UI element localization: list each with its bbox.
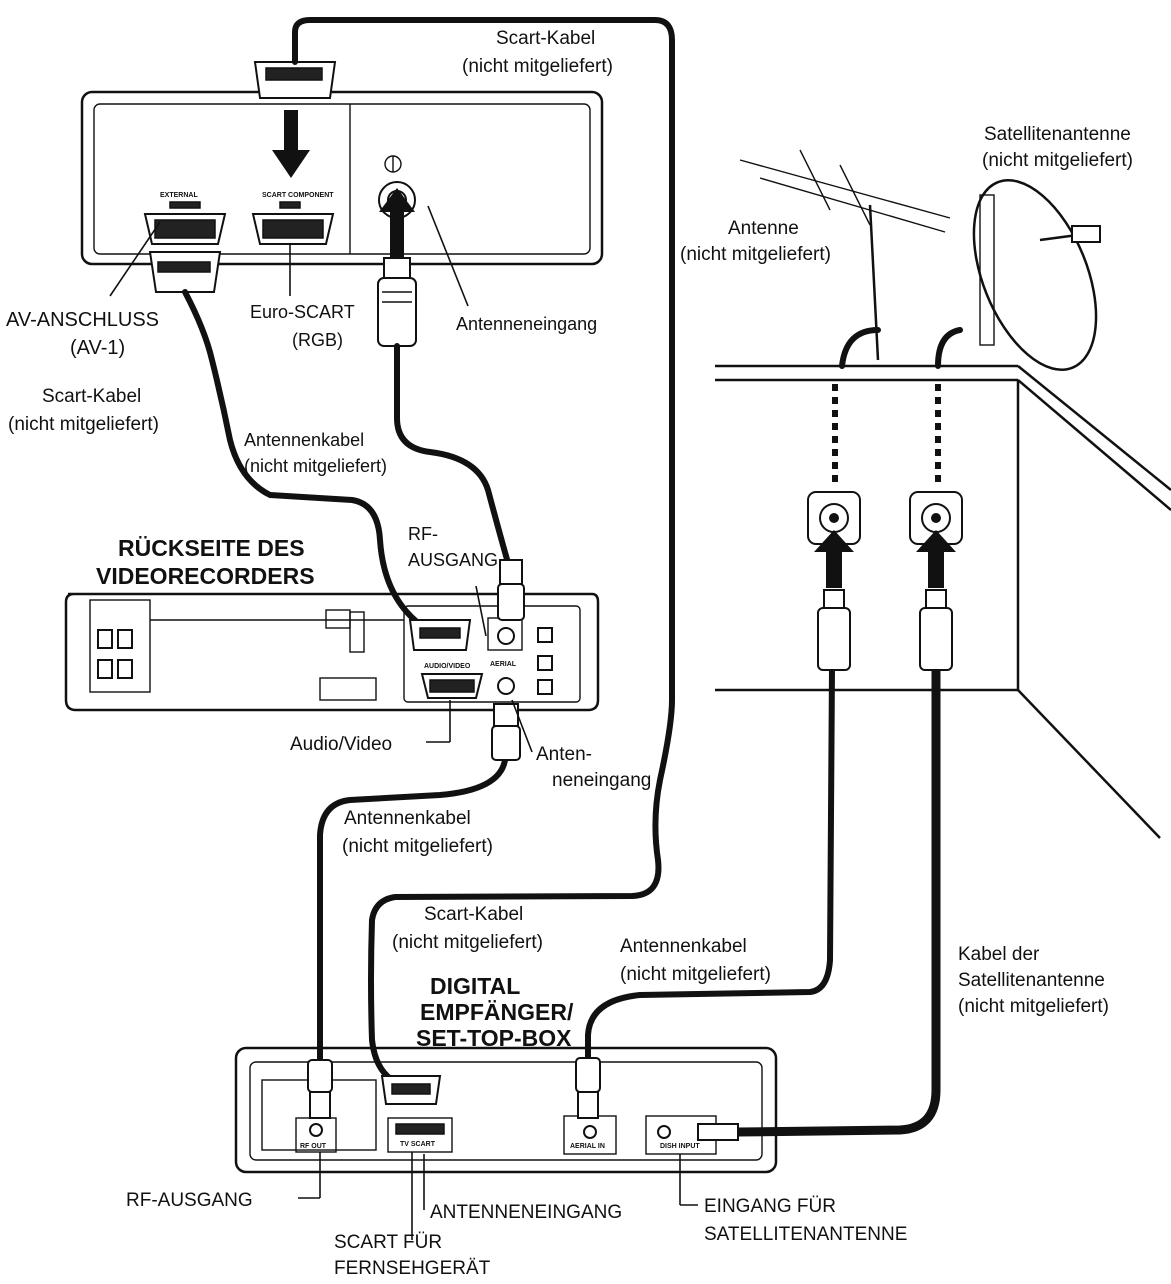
tv-rear-panel: EXTERNAL SCART COMPONENT: [80, 90, 604, 266]
label-not-included: (nicht mitgeliefert): [462, 56, 613, 77]
scart-cable-av1-to-vcr: [182, 289, 428, 631]
label-not-included: (nicht mitgeliefert): [8, 414, 159, 435]
sat-plug-stb: [697, 1123, 739, 1141]
label-vcr-antenna-input-2: neneingang: [552, 770, 651, 791]
arrow-up-icon: [379, 188, 415, 258]
tv-euro-scart-port: SCART COMPONENT: [251, 192, 334, 245]
label-av-connector: AV-ANSCHLUSS: [6, 309, 159, 331]
coax-plug-tv: [377, 257, 417, 347]
coax-plug-vcr-rf-out: [497, 559, 525, 621]
label-rf-output-2: AUSGANG: [408, 550, 498, 570]
label-av1: (AV-1): [70, 337, 125, 359]
satellite-cable: [733, 663, 941, 1137]
svg-text:DISH INPUT: DISH INPUT: [660, 1143, 700, 1150]
vcr-title: RÜCKSEITE DES: [118, 535, 305, 561]
vcr-title-2: VIDEORECORDERS: [96, 563, 315, 589]
label-satellite-cable-2: Satellitenantenne: [958, 970, 1105, 991]
scart-plug-av1: [148, 251, 222, 293]
label-antenna-cable-top: Antennenkabel: [244, 430, 364, 450]
label-scart-cable-left: Scart-Kabel: [42, 386, 141, 407]
leader-lines: [109, 205, 698, 1240]
stb-title-2: EMPFÄNGER/: [420, 999, 574, 1025]
antenna-cable-vcr-to-stb: [317, 757, 508, 1063]
stb-rf-out-port: RF OUT: [295, 1117, 337, 1153]
label-not-included: (nicht mitgeliefert): [392, 932, 543, 953]
label-vcr-antenna-input: Anten-: [536, 744, 592, 765]
satellite-dish-icon: [935, 179, 1101, 371]
coax-plug-stb-rf: [307, 1059, 333, 1119]
set-top-box: RF OUT TV SCART AERIAL IN DISH INPUT: [234, 1046, 778, 1174]
label-antenna: Antenne: [728, 218, 799, 239]
label-rgb: (RGB): [292, 330, 343, 350]
vcr-rear-panel: AUDIO/VIDEO AERIAL: [64, 592, 600, 712]
label-audio-video: Audio/Video: [290, 734, 392, 755]
wall-socket-satellite: [909, 384, 963, 671]
label-not-included: (nicht mitgeliefert): [958, 996, 1109, 1017]
labels: Scart-Kabel (nicht mitgeliefert) Satelli…: [6, 28, 1133, 1279]
label-stb-satellite-input: EINGANG FÜR: [704, 1196, 836, 1217]
svg-text:AERIAL: AERIAL: [490, 661, 517, 668]
stb-title-3: SET-TOP-BOX: [416, 1025, 572, 1051]
coax-plug-vcr-ant-in: [491, 703, 521, 761]
label-euro-scart: Euro-SCART: [250, 302, 355, 322]
antenna-cable-stb-to-roof: [585, 665, 835, 1063]
label-not-included: (nicht mitgeliefert): [342, 836, 493, 857]
label-not-included: (nicht mitgeliefert): [244, 456, 387, 476]
label-stb-scart-tv: SCART FÜR: [334, 1232, 442, 1253]
scart-plug-stb: [380, 1075, 442, 1105]
coax-plug-stb-aerial: [575, 1057, 601, 1119]
label-not-included: (nicht mitgeliefert): [680, 244, 831, 265]
svg-text:EXTERNAL: EXTERNAL: [160, 192, 198, 199]
stb-title: DIGITAL: [430, 973, 520, 999]
tv-av1-scart-port: EXTERNAL: [143, 192, 227, 245]
label-rf-output: RF-: [408, 524, 438, 544]
label-satellite-cable: Kabel der: [958, 944, 1040, 965]
cables: [182, 17, 941, 1137]
label-antenna-cable-mid: Antennenkabel: [344, 808, 471, 829]
roof-antenna-icon: [739, 149, 951, 369]
antenna-cable-tv-to-vcr: [394, 343, 513, 573]
label-not-included: (nicht mitgeliefert): [982, 150, 1133, 171]
label-stb-satellite-input-2: SATELLITENANTENNE: [704, 1224, 907, 1245]
label-antenna-cable-right: Antennenkabel: [620, 936, 747, 957]
svg-text:SCART COMPONENT: SCART COMPONENT: [262, 192, 334, 199]
label-scart-cable-top: Scart-Kabel: [496, 28, 595, 49]
stb-aerial-in-port: AERIAL IN: [563, 1115, 617, 1155]
stb-tv-scart-port: TV SCART: [387, 1117, 453, 1153]
label-tv-antenna-input: Antenneneingang: [456, 314, 597, 334]
label-stb-rf-output: RF-AUSGANG: [126, 1190, 253, 1211]
scart-cable-tv-to-stb: [292, 17, 675, 1083]
arrow-down-icon: [272, 110, 310, 178]
svg-text:TV SCART: TV SCART: [400, 1141, 436, 1148]
svg-text:AERIAL IN: AERIAL IN: [570, 1143, 605, 1150]
svg-text:RF OUT: RF OUT: [300, 1143, 327, 1150]
label-stb-scart-tv-2: FERNSEHGERÄT: [334, 1258, 491, 1279]
vcr-aerial-port: AERIAL: [487, 617, 523, 695]
label-scart-cable-bottom: Scart-Kabel: [424, 904, 523, 925]
label-stb-antenna-input: ANTENNENEINGANG: [430, 1202, 622, 1223]
label-satellite-antenna: Satellitenantenne: [984, 124, 1131, 145]
vcr-audio-video-port: AUDIO/VIDEO: [420, 663, 484, 699]
label-not-included: (nicht mitgeliefert): [620, 964, 771, 985]
house: [715, 364, 1171, 839]
svg-text:AUDIO/VIDEO: AUDIO/VIDEO: [424, 663, 471, 670]
wall-socket-antenna: [807, 384, 861, 671]
scart-plug-vcr: [408, 619, 472, 651]
scart-plug-top: [253, 61, 337, 99]
